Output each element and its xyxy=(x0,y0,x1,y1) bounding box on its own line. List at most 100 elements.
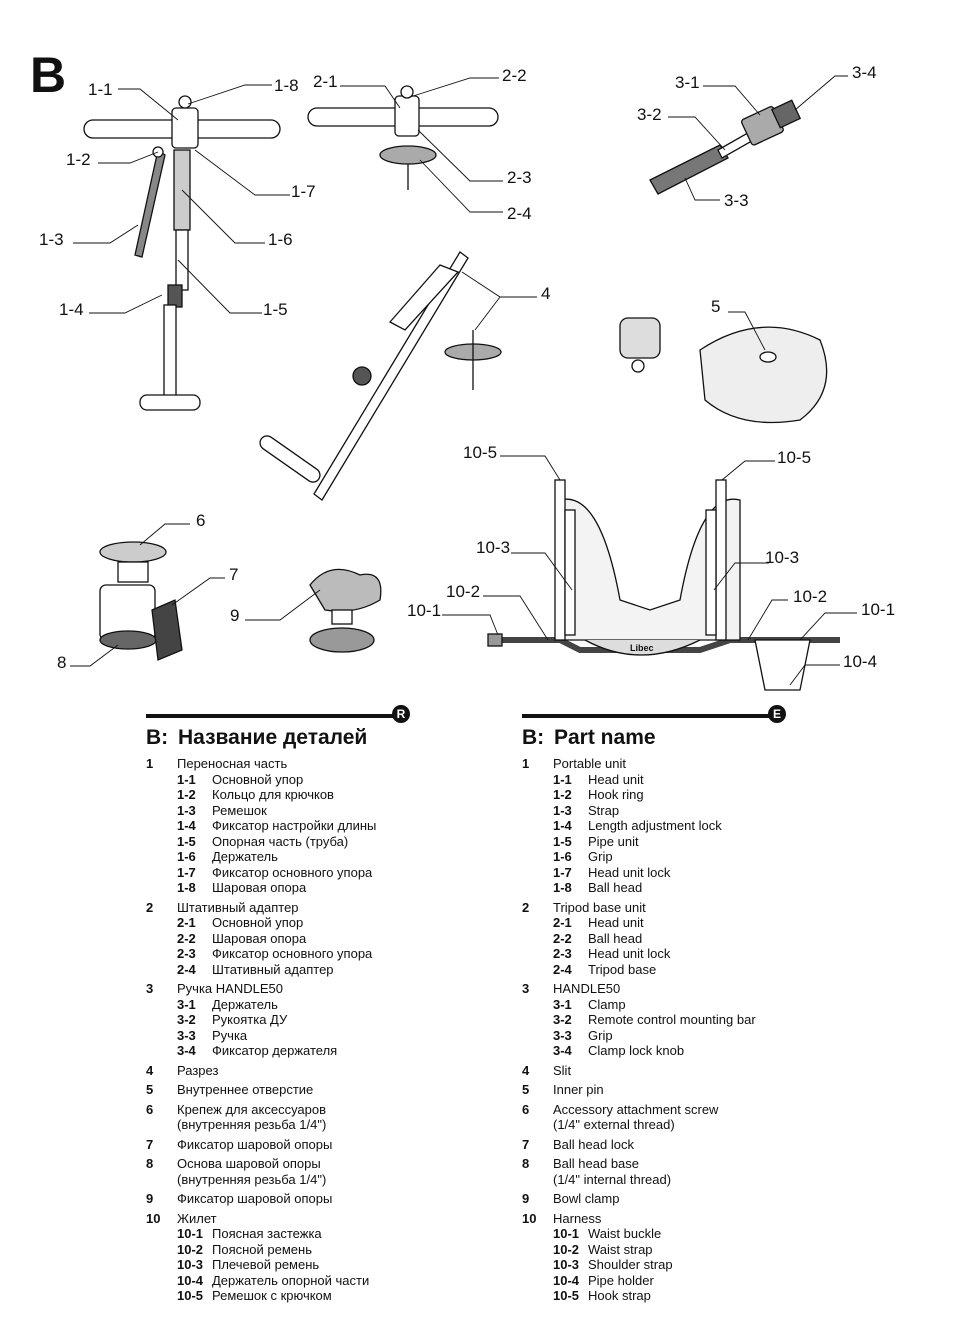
sub-part-label: Держатель xyxy=(212,849,278,864)
sub-part-number: 3-2 xyxy=(553,1012,572,1027)
callout-2-4: 2-4 xyxy=(507,204,532,223)
sub-part-label: Опорная часть (труба) xyxy=(212,833,349,849)
sub-part-number: 2-1 xyxy=(553,915,572,930)
sub-part-label: Tripod base xyxy=(588,961,657,977)
part-number: 9 xyxy=(146,1191,154,1206)
leader-lines xyxy=(70,75,857,686)
part-number: 10 xyxy=(522,1210,537,1226)
sub-part-number: 1-6 xyxy=(553,849,572,864)
sub-part-label: Length adjustment lock xyxy=(588,818,722,833)
part-label: Accessory attachment screw (1/4" externa… xyxy=(553,1101,719,1133)
sub-part-number: 10-4 xyxy=(553,1272,580,1288)
sub-part-label: Шаровая опора xyxy=(212,930,307,946)
part-label: Ball head lock xyxy=(553,1136,634,1152)
callout-6: 6 xyxy=(196,511,206,530)
sub-part-number: 2-2 xyxy=(553,930,572,946)
sub-part-number: 1-7 xyxy=(177,864,196,880)
sub-part-label: Ремешок xyxy=(212,802,267,818)
sub-part-label: Remote control mounting bar xyxy=(588,1012,756,1027)
part-number: 6 xyxy=(146,1101,154,1117)
sub-part-number: 3-4 xyxy=(553,1043,572,1058)
sub-part-number: 1-3 xyxy=(553,802,572,818)
callout-1-5: 1-5 xyxy=(263,300,288,319)
ball-head-drawing xyxy=(99,541,183,661)
callout-3-4: 3-4 xyxy=(852,63,877,82)
part-label: Ball head base (1/4" internal thread) xyxy=(553,1156,672,1187)
section-letter: B xyxy=(30,47,67,103)
parts-title-ru: B:Название деталей xyxy=(146,726,368,749)
part-label: Фиксатор шаровой опоры xyxy=(177,1136,333,1152)
callout-7: 7 xyxy=(229,565,239,584)
part-label: Ручка HANDLE50 xyxy=(177,981,283,996)
sub-part-number: 10-3 xyxy=(553,1257,580,1272)
part-number: 6 xyxy=(522,1101,530,1117)
part-number: 2 xyxy=(146,899,154,915)
sub-part-label: Pipe unit xyxy=(588,833,639,849)
sub-part-row: 1-6 Держатель xyxy=(146,849,546,865)
callout-10-2-left: 10-2 xyxy=(446,582,481,601)
parts-list-ru: R B:Название деталей 1 Переносная часть 1-… xyxy=(146,705,546,1308)
sub-part-row: 3-1 Clamp xyxy=(522,997,922,1013)
sub-part-number: 1-6 xyxy=(177,849,196,864)
part-label: Жилет xyxy=(177,1210,217,1226)
sub-part-number: 10-2 xyxy=(553,1241,580,1257)
part-number: 1 xyxy=(146,756,154,771)
sub-part-label: Держатель опорной части xyxy=(212,1272,370,1288)
part-number: 7 xyxy=(522,1136,530,1152)
sub-part-label: Strap xyxy=(588,802,620,818)
callout-10-5-left: 10-5 xyxy=(463,443,498,462)
sub-part-number: 2-4 xyxy=(177,961,196,977)
sub-part-row: 3-2 Remote control mounting bar xyxy=(522,1012,922,1028)
sub-part-label: Hook strap xyxy=(588,1288,651,1303)
sub-part-row: 2-4 Tripod base xyxy=(522,962,922,978)
part-number: 2 xyxy=(522,899,530,915)
callout-10-4: 10-4 xyxy=(843,652,878,671)
sub-part-number: 2-3 xyxy=(553,946,572,961)
part-label: Переносная часть xyxy=(177,756,288,771)
sub-part-number: 2-4 xyxy=(553,961,572,977)
language-badge-ru: R xyxy=(392,705,410,723)
callout-10-1-right: 10-1 xyxy=(861,600,896,619)
part-label: Portable unit xyxy=(553,756,626,771)
sub-part-number: 10-1 xyxy=(177,1226,204,1241)
part-label: Harness xyxy=(553,1210,602,1226)
sub-part-row: 1-3 Strap xyxy=(522,803,922,819)
sub-part-number: 2-1 xyxy=(177,915,196,930)
sub-part-label: Head unit xyxy=(588,771,644,787)
sub-part-number: 3-2 xyxy=(177,1012,196,1027)
part-label: Inner pin xyxy=(553,1082,604,1097)
callout-10-1-left: 10-1 xyxy=(407,601,442,620)
callout-3-2: 3-2 xyxy=(637,105,662,124)
sub-part-label: Clamp xyxy=(588,996,626,1012)
sub-part-number: 3-1 xyxy=(553,996,572,1012)
callout-1-2: 1-2 xyxy=(66,150,91,169)
part-row: 7 Фиксатор шаровой опоры xyxy=(146,1137,546,1153)
callout-8: 8 xyxy=(57,653,67,672)
